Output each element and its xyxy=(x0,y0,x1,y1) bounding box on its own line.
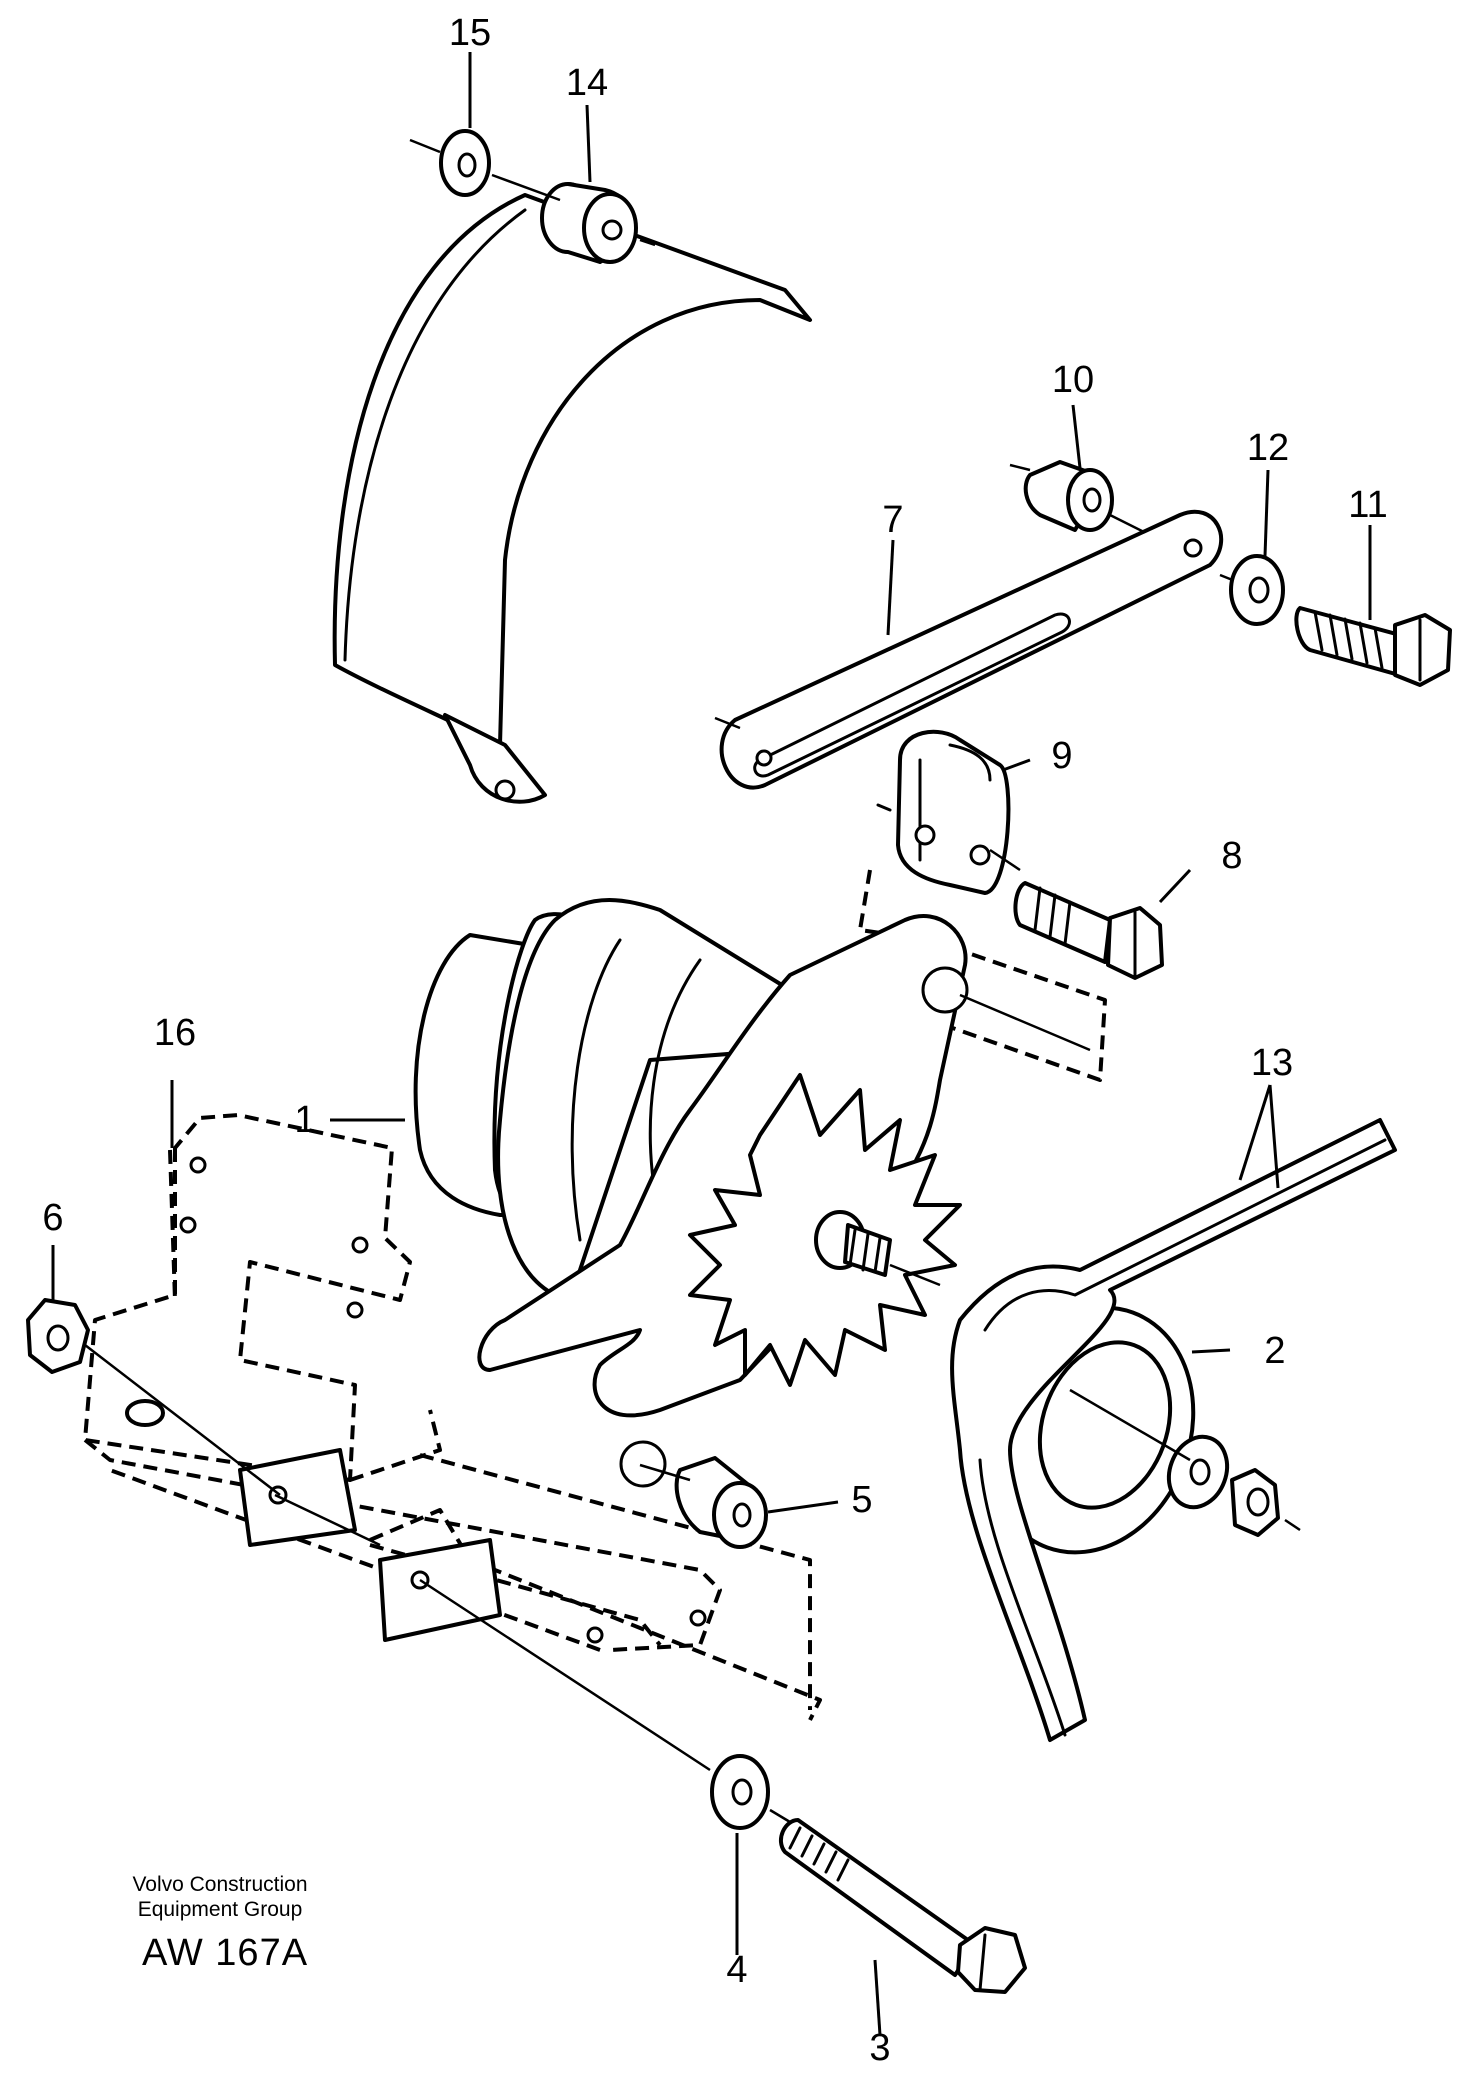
bolt-11 xyxy=(1294,606,1452,687)
callout-10: 10 xyxy=(1052,359,1094,401)
belt-guard xyxy=(332,193,812,804)
bolt-8 xyxy=(1013,881,1164,980)
callout-15: 15 xyxy=(449,12,491,54)
callout-8: 8 xyxy=(1221,835,1242,877)
pulley-nut xyxy=(1230,1468,1280,1537)
bushing-5 xyxy=(674,1456,768,1549)
company-name-line1: Volvo Construction xyxy=(132,1873,308,1896)
tensioner-bracket-9 xyxy=(876,729,1011,895)
callout-14: 14 xyxy=(566,62,608,104)
mounting-bracket-16 xyxy=(83,1113,822,1721)
pulley-washer xyxy=(1166,1434,1230,1510)
drawing-code: AW 167A xyxy=(141,1932,309,1974)
callout-labels: 15 14 10 12 11 7 9 8 16 1 13 6 2 5 4 3 xyxy=(42,12,1387,2069)
callout-13: 13 xyxy=(1251,1042,1293,1084)
link-arm-7 xyxy=(719,509,1224,790)
nut-6 xyxy=(26,1298,90,1374)
washer-12 xyxy=(1229,554,1285,626)
washer-15 xyxy=(439,129,491,197)
company-name-line2: Equipment Group xyxy=(137,1898,303,1921)
callout-7: 7 xyxy=(882,499,903,541)
alternator-1 xyxy=(413,898,969,1488)
callout-16: 16 xyxy=(154,1012,196,1054)
spacer-14 xyxy=(540,182,638,264)
callout-3: 3 xyxy=(869,2027,890,2069)
spacer-10 xyxy=(1023,460,1114,532)
washer-4 xyxy=(710,1754,770,1830)
callout-6: 6 xyxy=(42,1197,63,1239)
callout-2: 2 xyxy=(1264,1330,1285,1372)
leader-lines xyxy=(51,52,1372,2036)
callout-4: 4 xyxy=(726,1949,747,1991)
callout-5: 5 xyxy=(851,1479,872,1521)
v-belt-13 xyxy=(950,1118,1397,1742)
callout-12: 12 xyxy=(1247,427,1289,469)
callout-11: 11 xyxy=(1348,484,1387,526)
bolt-3 xyxy=(778,1818,1027,1994)
upper-bracket-outline xyxy=(858,869,1107,1082)
callout-1: 1 xyxy=(294,1099,315,1141)
callout-9: 9 xyxy=(1051,735,1072,777)
